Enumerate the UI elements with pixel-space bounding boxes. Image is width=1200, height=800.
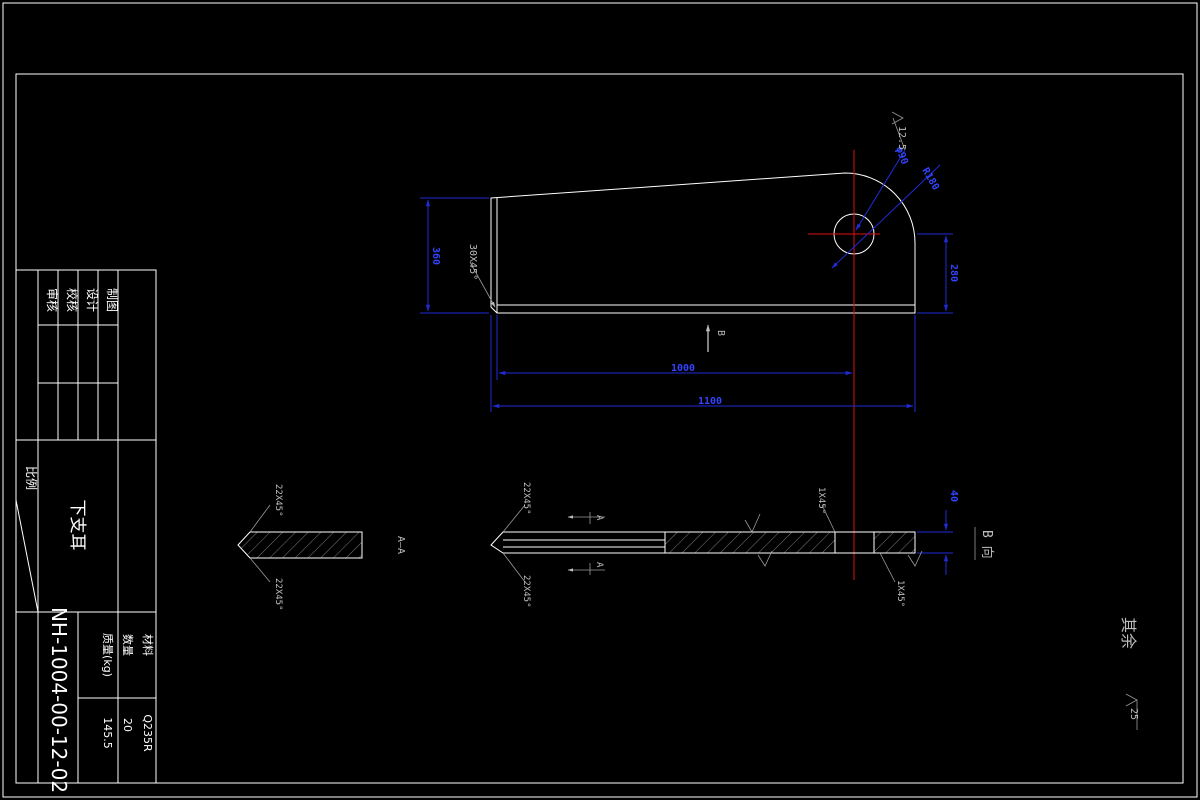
bottom-chamfer-bottom-right: 1X45° [895,580,905,607]
section-mark-bottom: A [594,562,604,568]
section-a-a [237,504,363,583]
dim-thickness: 40 [948,490,959,502]
role-designer: 设计 [85,288,99,312]
dim-height-right: 280 [948,264,959,282]
section-label: A—A [395,536,406,554]
mass-value: 145.5 [101,717,114,749]
chamfer-label-main: 30X45° [467,244,478,280]
inner-frame [15,73,1184,784]
role-reviewer: 审核 [45,288,60,312]
role-checker: 校核 [65,288,80,312]
dim-radius: R180 [919,166,941,192]
bottom-hole-section [834,531,875,554]
general-roughness-value: 25 [1128,708,1139,720]
bottom-chamfer-top-left: 22X45° [521,482,531,515]
main-view-dimensions [420,149,953,412]
dim-height-left: 360 [430,247,441,265]
main-view-outline [490,172,916,314]
roughness-value: 12.5 [896,126,907,150]
scale-label: 比例 [24,466,38,490]
bottom-chamfer-bottom-left: 22X45° [521,575,531,608]
section-mark-top: A [594,515,604,521]
bottom-view [490,504,953,583]
title-block [15,269,157,784]
section-chamfer-top: 22X45° [273,484,283,517]
mass-label: 质量(kg) [101,633,114,677]
roughness-leader [892,117,906,151]
roughness-symbol [891,111,904,125]
view-b-label: B 向 [979,530,995,559]
quantity-value: 20 [121,718,134,732]
material-label: 材料 [141,634,155,656]
bottom-chamfer-top-right: 1X45° [816,487,826,514]
general-roughness-symbol [1125,693,1138,707]
role-drafter: 制图 [105,288,119,312]
material-value: Q235R [141,714,154,752]
quantity-label: 数量 [121,634,134,656]
dim-hole-offset: 1000 [671,363,695,374]
section-chamfer-bottom: 22X45° [273,578,283,611]
note-remaining: 其余 [1119,617,1138,649]
view-b-arrow-label: B [715,330,726,336]
chamfer-leader [469,261,496,308]
drawing-number: NH-1004-00-12-02 [47,607,71,793]
part-name: 下支耳 [67,500,87,551]
dim-total-length: 1100 [698,396,722,407]
